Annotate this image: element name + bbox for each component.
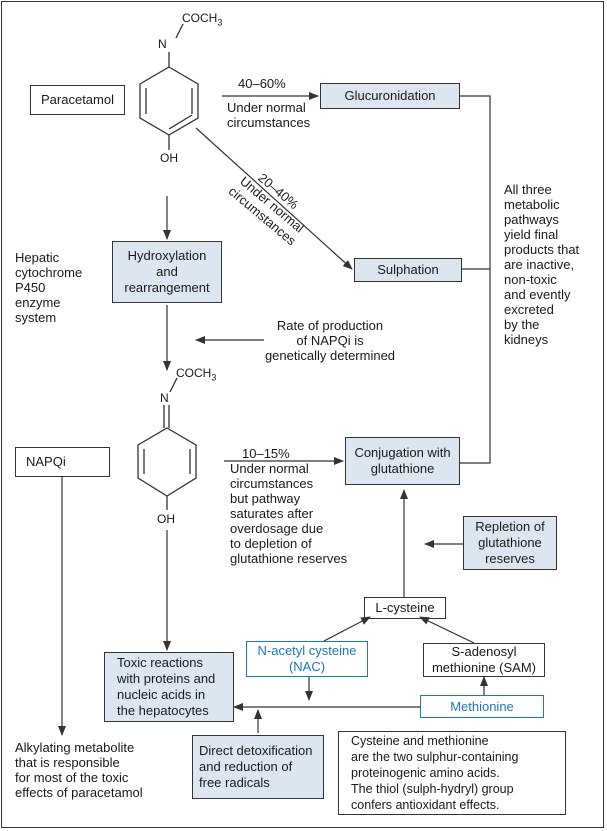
conjugation-pct: 10–15%	[242, 446, 290, 461]
arrow-sam-to-cysteine	[419, 616, 475, 644]
arrow-to-sulphation	[195, 127, 353, 270]
sam-box: S-adenosyl methionine (SAM)	[423, 643, 545, 677]
paracetamol-amine-label: N	[158, 37, 167, 51]
hydroxylation-box: Hydroxylation and rearrangement	[112, 241, 222, 303]
paracetamol-box: Paracetamol	[30, 85, 125, 115]
l-cysteine-box: L-cysteine	[364, 597, 446, 619]
conjugation-condition: Under normal circumstances but pathway s…	[230, 461, 348, 566]
methionine-box: Methionine	[420, 695, 544, 718]
glucuronidation-condition: Under normal circumstances	[227, 100, 311, 130]
paracetamol-structure	[139, 23, 199, 150]
direct-detox-box: Direct detoxification and reduction of f…	[192, 735, 324, 799]
glucuronidation-pct: 40–60%	[238, 76, 286, 91]
repletion-box: Repletion of glutathione reserves	[463, 516, 557, 570]
napqi-structure	[137, 377, 197, 510]
napqi-box: NAPQi	[15, 447, 110, 477]
alkylating-label: Alkylating metabolite that is responsibl…	[15, 740, 143, 800]
napqi-hydroxyl-label: OH	[157, 512, 175, 526]
cysteine-note-box: Cysteine and methionine are the two sulp…	[338, 731, 566, 815]
arrow-nac-to-cysteine	[323, 616, 371, 642]
conjugation-box: Conjugation with glutathione	[345, 437, 460, 485]
all-three-label: All three metabolic pathways yield final…	[504, 182, 580, 347]
paracetamol-hydroxyl-label: OH	[160, 151, 178, 165]
glucuronidation-box: Glucuronidation	[320, 83, 460, 109]
napqi-imine-label: N	[160, 391, 169, 405]
sulphation-box: Sulphation	[354, 258, 462, 282]
paracetamol-acyl-label: COCH3	[182, 11, 223, 28]
napqi-acyl-label: COCH3	[176, 366, 217, 383]
toxic-reactions-box: Toxic reactions with proteins and nuclei…	[104, 652, 234, 722]
pathways-bracket	[460, 95, 491, 464]
nac-box: N-acetyl cysteine (NAC)	[246, 641, 368, 677]
rate-label: Rate of production of NAPQi is genetical…	[264, 318, 396, 363]
hepatic-label: Hepatic cytochrome P450 enzyme system	[15, 250, 83, 325]
